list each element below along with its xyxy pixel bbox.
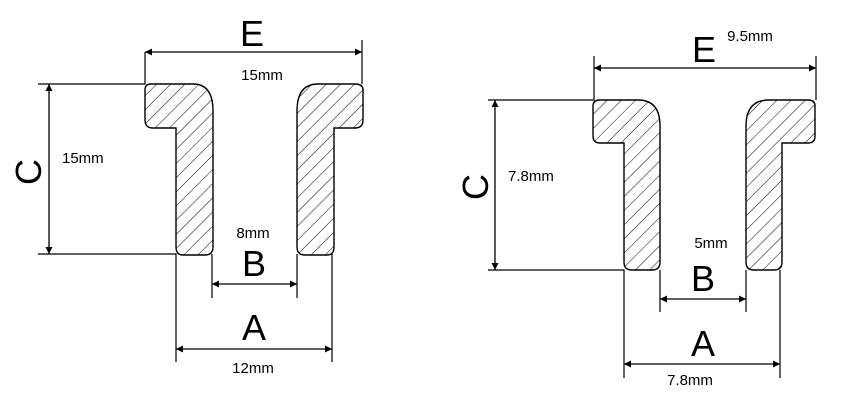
- left-c-bottom-extension: [38, 253, 177, 362]
- right-e-value: 9.5mm: [727, 28, 773, 45]
- left-a-letter: A: [242, 307, 266, 348]
- right-a-letter: A: [691, 323, 715, 364]
- right-e-letter: E: [692, 29, 716, 70]
- left-c-letter: C: [8, 159, 49, 185]
- left-profile-drawing: E 15mm C 15mm 8mm B A 12mm: [8, 13, 364, 377]
- right-c-top-extension: [488, 56, 595, 101]
- left-a-value: 12mm: [232, 360, 274, 377]
- right-a-value: 7.8mm: [667, 372, 713, 389]
- right-c-letter: C: [455, 174, 496, 200]
- right-b-letter: B: [691, 258, 715, 299]
- left-profile-right-leg: [296, 83, 364, 256]
- right-profile-drawing: E 9.5mm C 7.8mm 5mm B A 7.8mm: [455, 28, 817, 389]
- left-c-top-extension: [38, 52, 146, 85]
- right-profile-left-leg: [592, 99, 661, 271]
- left-b-letter: B: [242, 243, 266, 284]
- left-e-letter: E: [240, 13, 264, 54]
- right-b-value: 5mm: [694, 235, 727, 252]
- right-profile-right-leg: [745, 99, 816, 271]
- left-c-value: 15mm: [62, 150, 104, 167]
- left-profile-left-leg: [144, 83, 214, 256]
- left-b-value: 8mm: [236, 225, 269, 242]
- right-c-value: 7.8mm: [508, 168, 554, 185]
- right-c-bottom-extension: [488, 269, 625, 378]
- left-e-value: 15mm: [241, 67, 283, 84]
